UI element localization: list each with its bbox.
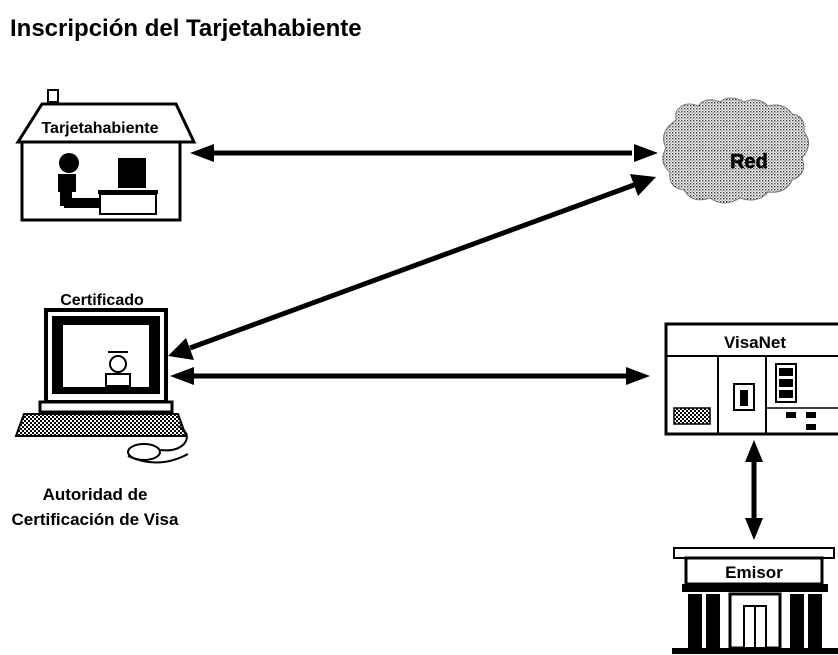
- connection-cardholder-network: [190, 144, 658, 162]
- connection-authority-network: [168, 174, 656, 360]
- arrowhead-right-icon: [634, 144, 658, 162]
- arrowhead-up-icon: [745, 440, 763, 462]
- network-label: Red: [730, 151, 768, 173]
- visanet-node: VisaNet: [664, 322, 838, 436]
- certificate-authority-node: Certificado Autoridad de Certificación d…: [12, 292, 189, 529]
- computer-icon: [14, 308, 189, 464]
- arrowhead-left-icon: [190, 144, 214, 162]
- bank-building-icon: [672, 547, 838, 654]
- cloud-icon: [662, 97, 809, 204]
- connection-authority-visanet: [170, 367, 650, 385]
- issuer-node: Emisor: [672, 547, 838, 654]
- arrowhead-left-icon: [168, 338, 194, 360]
- certificate-authority-caption-2: Certificación de Visa: [12, 510, 179, 529]
- arrowhead-right-icon: [626, 367, 650, 385]
- certificate-authority-caption-1: Autoridad de: [43, 485, 148, 504]
- connection-visanet-issuer: [745, 440, 763, 540]
- arrowhead-right-icon: [630, 174, 656, 196]
- arrowhead-left-icon: [170, 367, 194, 385]
- cardholder-node: Tarjetahabiente: [15, 89, 197, 222]
- arrowhead-down-icon: [745, 518, 763, 540]
- server-rack-icon: [664, 322, 838, 436]
- house-icon: [15, 89, 197, 222]
- visanet-label: VisaNet: [724, 333, 786, 352]
- certificate-label: Certificado: [60, 292, 144, 309]
- issuer-label: Emisor: [725, 563, 783, 582]
- diagram-title: Inscripción del Tarjetahabiente: [10, 15, 362, 42]
- cardholder-label: Tarjetahabiente: [41, 120, 158, 137]
- network-node: Red: [662, 97, 809, 204]
